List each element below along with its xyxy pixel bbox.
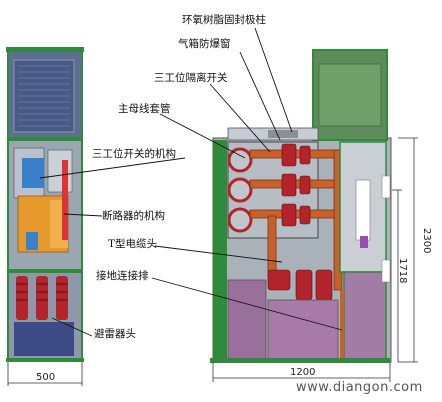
label-epoxy-pole: 环氧树脂固封极柱 — [182, 14, 266, 26]
label-three-position-mechanism: 三工位开关的机构 — [92, 148, 176, 160]
label-earth-bar: 接地连接排 — [96, 270, 149, 282]
dimension-line-500 — [7, 362, 83, 386]
label-arrester-head: 避雷器头 — [94, 328, 136, 340]
label-three-position-switch: 三工位隔离开关 — [154, 72, 228, 84]
label-busbar-bushing: 主母线套管 — [118, 103, 171, 115]
callout-leaders — [39, 27, 343, 337]
label-gas-window: 气箱防爆窗 — [178, 38, 231, 50]
dimension-left-width: 500 — [36, 372, 56, 383]
watermark-text: www.diangon.com — [296, 380, 423, 395]
side-view-cabinet — [210, 49, 392, 363]
label-breaker-mechanism: 断路器的机构 — [102, 210, 165, 222]
dimension-lower-height: 1718 — [397, 258, 408, 284]
dimension-right-width: 1200 — [290, 367, 316, 378]
front-view-cabinet — [6, 47, 84, 362]
dimension-total-height: 2300 — [421, 228, 432, 254]
dimension-lines-right — [212, 137, 418, 382]
label-t-cable-head: T型电缆头 — [108, 238, 158, 250]
